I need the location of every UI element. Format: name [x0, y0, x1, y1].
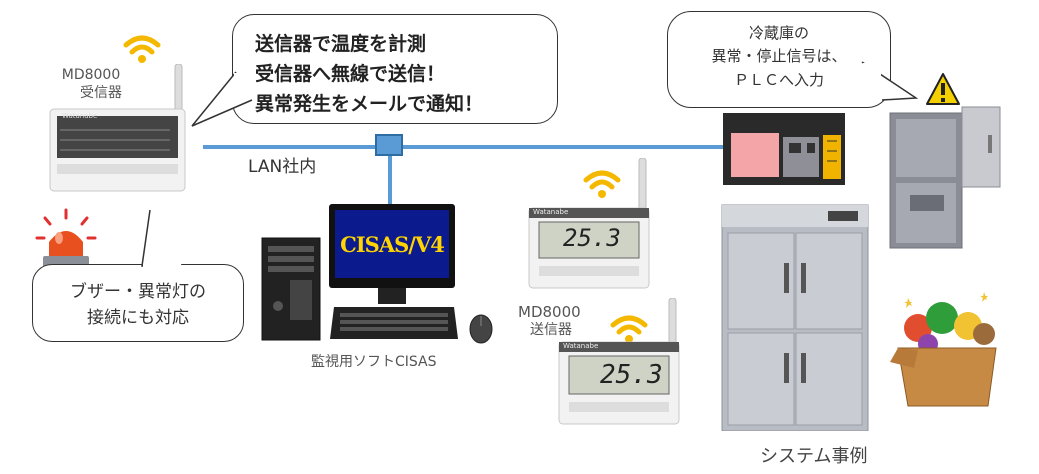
transmitter-2-device	[555, 298, 690, 430]
receiver-brand: Watanabe	[62, 112, 98, 120]
main-bubble-line1: 送信器で温度を計測	[255, 33, 427, 55]
buzzer-bubble-line2: 接続にも対応	[87, 308, 189, 328]
receiver-device	[45, 64, 195, 194]
pc-monitor: CISAS/V4	[329, 204, 455, 288]
fridge-bubble-tail	[860, 60, 920, 110]
fridge-bubble-line3: ＰＬＣへ入力	[733, 71, 824, 89]
receiver-label: MD8000 受信器	[56, 66, 126, 102]
lan-line-drop	[388, 149, 392, 215]
receiver-wifi-icon	[122, 33, 162, 63]
fridge-bubble-line2: 異常・停止信号は、	[711, 47, 847, 65]
vegetables-box-icon	[888, 288, 1006, 410]
buzzer-bubble-tail	[140, 208, 204, 270]
transmitter-1-device	[525, 158, 660, 298]
transmitter-2-brand: Watanabe	[563, 342, 599, 350]
fridge-icon	[888, 105, 1006, 250]
transmitter-2-wifi-icon	[609, 313, 649, 343]
transmitter-model: MD8000	[518, 303, 581, 321]
transmitter-2-reading: 25.3	[600, 360, 663, 390]
main-speech-bubble: 送信器で温度を計測 受信器へ無線で送信！ 異常発生をメールで通知！	[232, 14, 558, 124]
pc-caption: 監視用ソフトCISAS	[311, 354, 437, 370]
fridge-bubble-line1: 冷蔵庫の	[748, 24, 809, 42]
lan-label: LAN社内	[248, 157, 317, 177]
receiver-model: MD8000	[61, 67, 121, 83]
lan-hub	[375, 134, 403, 156]
refrigerator-icon	[720, 203, 870, 431]
buzzer-speech-bubble: ブザー・異常灯の 接続にも対応	[32, 264, 244, 342]
pc-screen-text: CISAS/V4	[340, 231, 445, 257]
warning-icon	[925, 72, 961, 106]
pc-screen: CISAS/V4	[335, 210, 449, 278]
receiver-name: 受信器	[80, 85, 122, 101]
transmitter-1-brand: Watanabe	[533, 208, 569, 216]
keyboard-icon	[328, 305, 460, 341]
main-bubble-tail	[190, 70, 260, 130]
plc-icon	[723, 113, 845, 185]
transmitter-1-reading: 25.3	[563, 224, 621, 252]
fridge-speech-bubble: 冷蔵庫の 異常・停止信号は、 ＰＬＣへ入力	[667, 11, 891, 108]
transmitter-1-wifi-icon	[582, 168, 622, 198]
main-bubble-line2: 受信器へ無線で送信！	[255, 63, 446, 85]
lan-line-main	[203, 145, 723, 149]
transmitter-label: MD8000 送信器	[518, 303, 581, 339]
main-bubble-line3: 異常発生をメールで通知！	[255, 93, 484, 115]
mouse-icon	[468, 313, 494, 345]
pc-monitor-stand	[378, 288, 406, 304]
transmitter-name: 送信器	[530, 322, 572, 338]
buzzer-bubble-line1: ブザー・異常灯の	[70, 282, 206, 302]
system-caption: システム事例	[760, 446, 868, 467]
pc-tower-icon	[260, 236, 322, 342]
